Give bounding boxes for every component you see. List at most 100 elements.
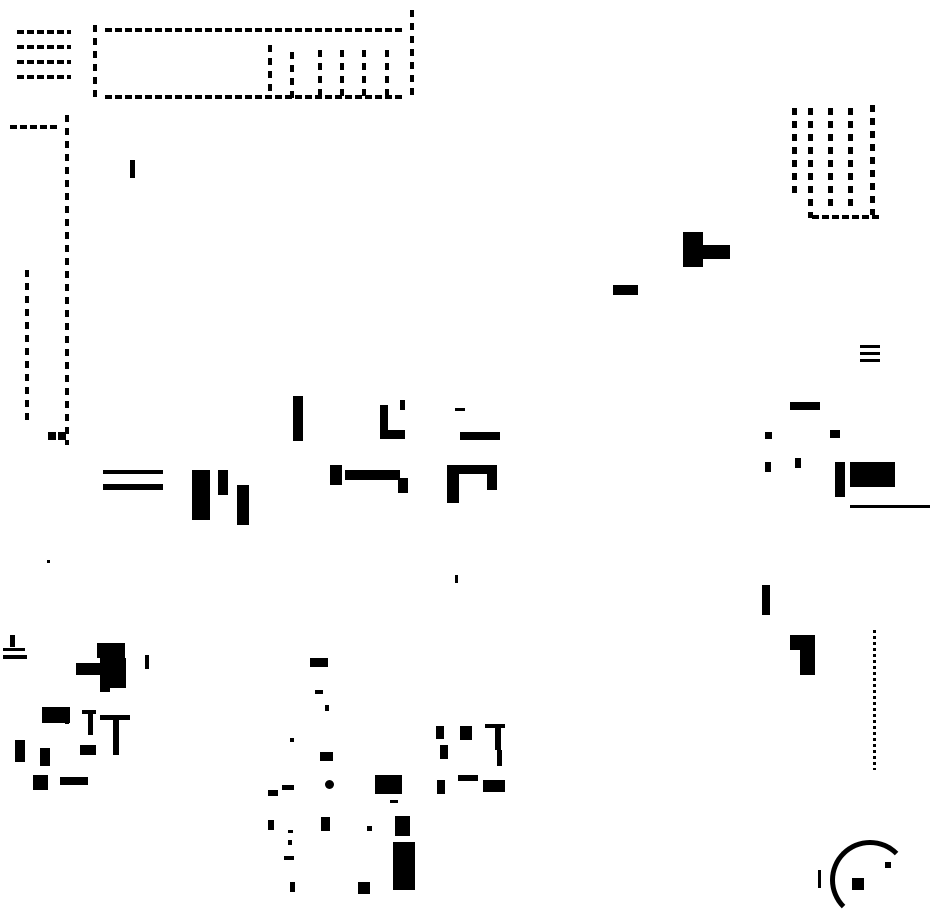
blob-shape	[48, 432, 56, 440]
dashed-column	[828, 108, 833, 208]
blob-shape	[860, 345, 880, 348]
blob-shape	[860, 352, 880, 355]
blob-shape	[315, 690, 323, 694]
blob-shape	[765, 462, 771, 472]
blob-shape	[683, 232, 703, 267]
blob-shape	[145, 655, 149, 669]
dashed-column	[93, 25, 97, 97]
blob-shape	[293, 396, 303, 441]
blob-shape	[437, 780, 445, 794]
round-blob	[325, 780, 334, 789]
blob-shape	[487, 465, 497, 490]
dashed-column	[385, 50, 389, 102]
blob-shape	[795, 458, 801, 468]
blob-shape	[483, 780, 505, 792]
blob-shape	[400, 400, 405, 410]
blob-shape	[790, 402, 820, 410]
blob-shape	[10, 635, 15, 647]
blob-shape	[58, 432, 66, 440]
dashed-column	[848, 108, 853, 208]
blob-shape	[47, 560, 50, 563]
blob-shape	[290, 882, 295, 892]
dashed-column	[792, 108, 797, 198]
blob-shape	[436, 726, 444, 739]
blob-shape	[447, 465, 495, 474]
dashed-row	[10, 125, 60, 129]
blob-shape	[33, 775, 48, 790]
dashed-row	[17, 45, 71, 49]
blob-shape	[88, 710, 93, 735]
blob-shape	[613, 285, 638, 295]
blob-shape	[835, 462, 845, 497]
dashed-column	[340, 50, 344, 102]
blob-shape	[700, 245, 730, 259]
blob-shape	[97, 643, 125, 658]
blob-shape	[800, 645, 815, 675]
blob-shape	[395, 816, 410, 836]
blob-shape	[218, 470, 228, 495]
blob-shape	[288, 830, 293, 833]
blob-shape	[65, 710, 69, 724]
blob-shape	[458, 775, 478, 781]
blob-shape	[290, 738, 294, 742]
blob-shape	[15, 740, 25, 762]
blob-shape	[497, 750, 502, 766]
blob-shape	[3, 648, 25, 651]
blob-shape	[398, 478, 408, 493]
blob-shape	[860, 359, 880, 362]
blob-shape	[40, 748, 50, 766]
blob-shape	[390, 800, 398, 803]
dashed-column	[362, 50, 366, 102]
blob-shape	[310, 658, 328, 667]
dashed-row	[812, 215, 882, 219]
blob-shape	[42, 707, 70, 723]
blob-shape	[380, 405, 388, 435]
dashed-column	[318, 50, 322, 102]
blob-shape	[100, 680, 110, 692]
dashed-row	[105, 28, 405, 32]
blob-shape	[455, 575, 458, 583]
blob-shape	[103, 470, 163, 474]
dashed-row	[105, 95, 405, 99]
dashed-column	[870, 105, 875, 215]
blob-shape	[321, 817, 330, 831]
blob-shape	[325, 705, 329, 711]
dashed-row	[17, 30, 71, 34]
dashed-row	[17, 60, 71, 64]
dashed-column	[25, 270, 29, 420]
blob-shape	[455, 408, 465, 411]
dashed-column	[65, 115, 69, 445]
blob-shape	[830, 430, 840, 438]
dotted-line	[873, 630, 876, 770]
blob-shape	[850, 505, 930, 508]
blob-shape	[237, 485, 249, 525]
blob-shape	[320, 752, 333, 761]
blob-shape	[460, 726, 472, 740]
blob-shape	[375, 775, 402, 794]
blob-shape	[345, 470, 400, 480]
blob-shape	[765, 432, 772, 439]
blob-shape	[284, 856, 294, 860]
blob-shape	[447, 465, 459, 503]
blob-shape	[60, 777, 88, 785]
dashed-column	[808, 108, 813, 218]
arc-shape	[830, 840, 910, 920]
blob-shape	[393, 842, 415, 890]
blob-shape	[485, 724, 505, 728]
dashed-row	[17, 75, 71, 79]
blob-shape	[762, 585, 770, 615]
blob-shape	[367, 826, 372, 831]
dashed-column	[268, 45, 272, 97]
blob-shape	[103, 484, 163, 490]
blob-shape	[850, 462, 895, 487]
blob-shape	[818, 870, 821, 888]
blob-shape	[113, 715, 119, 755]
blob-shape	[495, 728, 501, 750]
dashed-column	[410, 10, 414, 100]
blob-shape	[130, 160, 135, 178]
blob-shape	[268, 790, 278, 796]
blob-shape	[460, 432, 500, 440]
blob-shape	[440, 745, 448, 759]
blob-shape	[380, 430, 405, 439]
blob-shape	[282, 785, 294, 790]
